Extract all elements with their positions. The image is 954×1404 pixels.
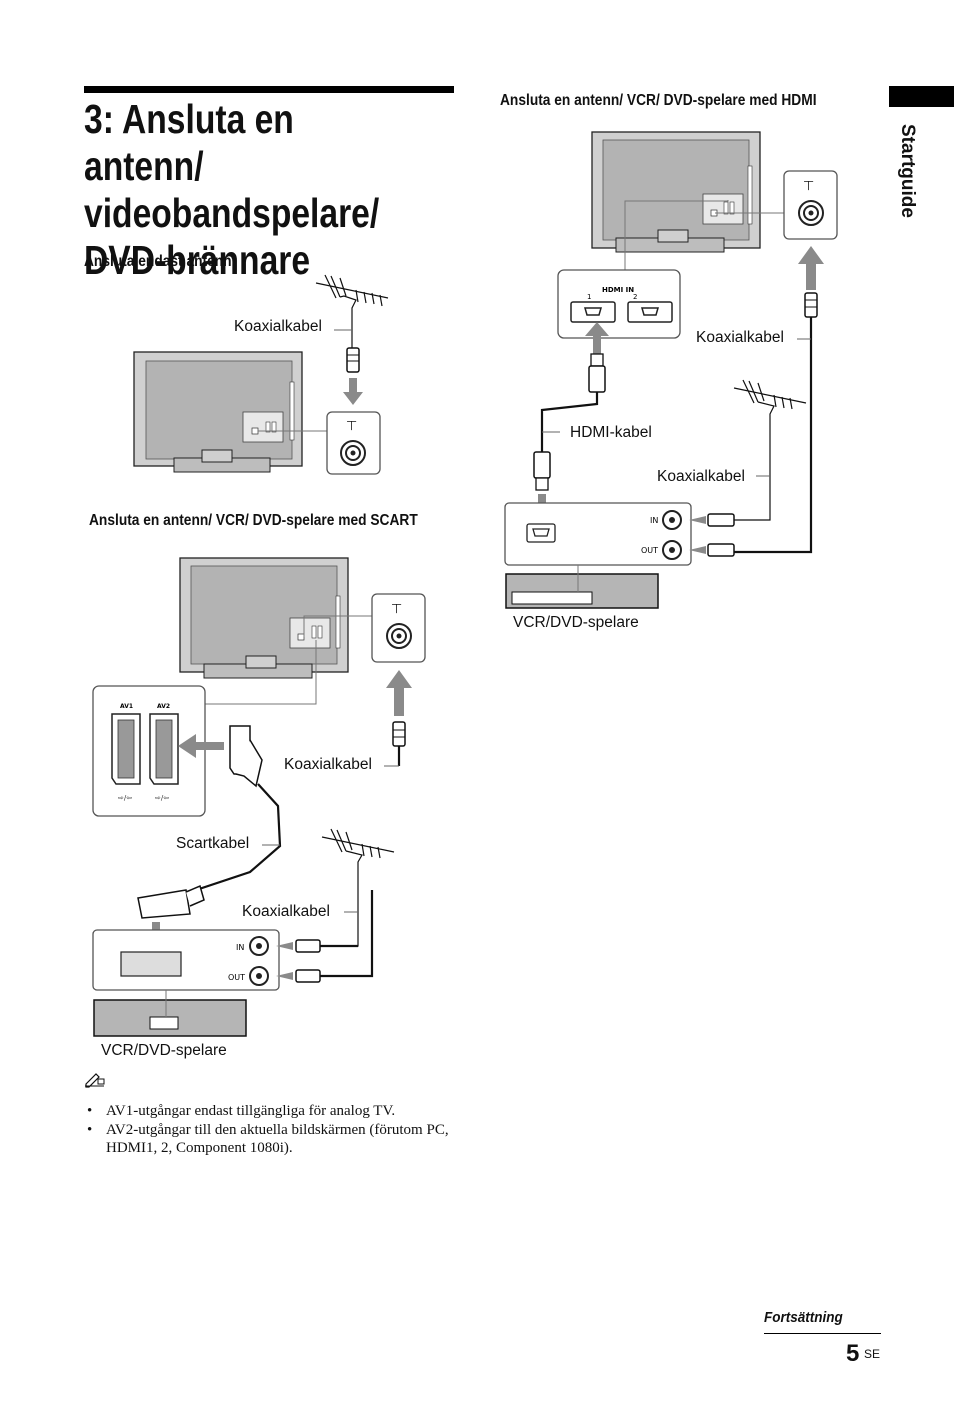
av1-text: AV1 <box>120 703 133 710</box>
tv-back-icon <box>591 131 761 253</box>
label-scart-cable: Scartkabel <box>176 835 250 852</box>
hdmi-in-text: HDMI IN <box>602 286 634 294</box>
label-coax-hdmi-bottom: Koaxialkabel <box>657 468 745 485</box>
coax-plug-icon <box>392 721 406 747</box>
scart-socket-av1 <box>111 713 141 785</box>
arrow-icon <box>798 246 824 290</box>
vcr-dvd-player <box>93 990 247 1037</box>
hdmi-port2-text: 2 <box>633 293 637 301</box>
scart-socket-av2 <box>149 713 179 785</box>
label-coax-hdmi-top: Koaxialkabel <box>696 329 784 346</box>
vcr-dvd-player <box>505 565 659 609</box>
title-line-3: DVD-brännare <box>84 237 311 283</box>
arrow-icon <box>530 494 554 530</box>
antenna-icon <box>320 828 395 947</box>
continued-label: Fortsättning <box>764 1309 843 1326</box>
coax-plug-icon <box>346 347 360 373</box>
scart-plug-icon <box>229 725 263 788</box>
title-line-1: 3: Ansluta en antenn/ <box>84 96 294 189</box>
title-rule <box>84 86 454 93</box>
coax-plug-icon <box>295 939 321 983</box>
hdmi-port1-text: 1 <box>587 293 591 301</box>
arrow-icon <box>585 322 609 354</box>
label-coax-scart-bottom: Koaxialkabel <box>242 903 330 920</box>
note-item: AV2-utgångar till den aktuella bildskärm… <box>84 1121 464 1157</box>
heading-scart: Ansluta en antenn/ VCR/ DVD-spelare med … <box>89 512 418 529</box>
continued-rule <box>764 1333 881 1334</box>
hdmi-plug-icon <box>588 353 606 393</box>
tv-back-icon <box>133 351 303 473</box>
tv-back-icon <box>179 557 349 679</box>
label-coax-antenna-only: Koaxialkabel <box>234 318 322 335</box>
arrow-icon <box>178 734 224 758</box>
side-tab-label: Startguide <box>897 124 918 218</box>
hdmi-plug-icon <box>533 451 551 491</box>
av2-text: AV2 <box>157 703 170 710</box>
note-pencil-icon <box>85 1073 105 1088</box>
label-vcr-scart: VCR/DVD-spelare <box>101 1042 227 1059</box>
label-coax-scart-top: Koaxialkabel <box>284 756 372 773</box>
antenna-icon <box>733 379 807 521</box>
label-hdmi-cable: HDMI-kabel <box>570 424 652 441</box>
svg-text:⊤: ⊤ <box>391 602 402 617</box>
antenna-icon <box>315 274 389 348</box>
scart-out-text: OUT <box>228 973 245 982</box>
arrow-icon <box>144 922 168 958</box>
note-item: AV1-utgångar endast tillgängliga för ana… <box>84 1102 464 1120</box>
page-suffix: SE <box>864 1347 881 1361</box>
title-line-2: videobandspelare/ <box>84 190 380 236</box>
scart-in-text: IN <box>236 943 244 952</box>
arrow-icon <box>343 378 363 405</box>
notes-list: AV1-utgångar endast tillgängliga för ana… <box>84 1102 464 1157</box>
heading-antenna-only: Ansluta endast antenn <box>84 253 232 270</box>
arrow-icon <box>386 670 412 716</box>
hdmi-io-in-text: IN <box>650 516 658 525</box>
side-tab-marker <box>889 86 954 107</box>
svg-text:⊤: ⊤ <box>803 179 814 194</box>
heading-hdmi: Ansluta en antenn/ VCR/ DVD-spelare med … <box>500 92 817 109</box>
scart-plug-icon <box>137 884 205 919</box>
page-number: 5 <box>846 1340 860 1367</box>
notes-block: AV1-utgångar endast tillgängliga för ana… <box>84 1071 464 1158</box>
label-vcr-hdmi: VCR/DVD-spelare <box>513 614 639 631</box>
svg-text:⇨/⇦: ⇨/⇦ <box>118 794 132 802</box>
coax-plug-icon <box>804 292 818 318</box>
page-title: 3: Ansluta en antenn/ videobandspelare/ … <box>84 96 396 284</box>
svg-text:⊤: ⊤ <box>346 419 357 434</box>
hdmi-io-out-text: OUT <box>641 546 658 555</box>
svg-text:⇨/⇦: ⇨/⇦ <box>155 794 169 802</box>
coax-plug-icon <box>707 513 735 557</box>
